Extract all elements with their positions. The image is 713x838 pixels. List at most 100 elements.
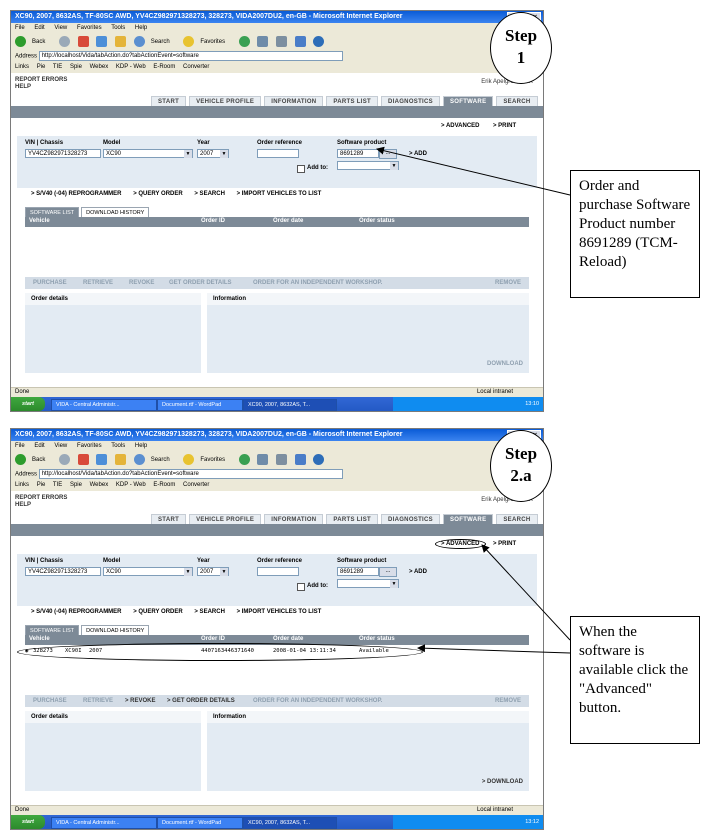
globe-icon[interactable] bbox=[313, 35, 325, 47]
search-button[interactable]: Search bbox=[133, 34, 176, 51]
menu-help[interactable]: Help bbox=[134, 443, 148, 449]
menu-edit[interactable]: Edit bbox=[34, 443, 45, 449]
tab-download-history[interactable]: DOWNLOAD HISTORY bbox=[81, 207, 150, 218]
reprogrammer-link[interactable]: > S/V40 (-04) REPROGRAMMER bbox=[31, 191, 122, 197]
taskbar-item-wordpad[interactable]: Document.rtf - WordPad bbox=[157, 399, 243, 411]
purchase-button[interactable]: PURCHASE bbox=[33, 698, 67, 704]
get-order-details-button[interactable]: GET ORDER DETAILS bbox=[169, 280, 232, 286]
year-select[interactable]: 2007▼ bbox=[197, 149, 229, 158]
help-link[interactable]: HELP bbox=[15, 502, 32, 508]
home-icon[interactable] bbox=[115, 35, 127, 47]
revoke-button[interactable]: REVOKE bbox=[129, 280, 155, 286]
revoke-button[interactable]: > REVOKE bbox=[125, 698, 156, 704]
link-tie[interactable]: TIE bbox=[52, 64, 63, 70]
tab-vehicle-profile[interactable]: VEHICLE PROFILE bbox=[189, 514, 262, 526]
tab-search[interactable]: SEARCH bbox=[496, 514, 538, 526]
mail-icon[interactable] bbox=[257, 35, 269, 47]
link-e-room[interactable]: E-Room bbox=[153, 482, 176, 488]
link-e-room[interactable]: E-Room bbox=[153, 64, 176, 70]
link-pie[interactable]: Pie bbox=[36, 482, 46, 488]
query-order-link[interactable]: > QUERY ORDER bbox=[133, 191, 183, 197]
tab-vehicle-profile[interactable]: VEHICLE PROFILE bbox=[189, 96, 262, 108]
tab-start[interactable]: START bbox=[151, 96, 187, 108]
reprogrammer-link[interactable]: > S/V40 (-04) REPROGRAMMER bbox=[31, 609, 122, 615]
link-kdp-web[interactable]: KDP - Web bbox=[115, 482, 146, 488]
print-button[interactable]: > PRINT bbox=[493, 123, 517, 129]
menu-edit[interactable]: Edit bbox=[34, 25, 45, 31]
globe-icon[interactable] bbox=[313, 453, 325, 465]
order-reference-input[interactable] bbox=[257, 149, 299, 158]
taskbar-item-vida[interactable]: VIDA - Central Administr... bbox=[51, 399, 157, 411]
browse-button[interactable]: ... bbox=[379, 567, 397, 577]
link-kdp-web[interactable]: KDP - Web bbox=[115, 64, 146, 70]
link-converter[interactable]: Converter bbox=[183, 64, 210, 70]
forward-arrow-icon[interactable] bbox=[59, 35, 71, 47]
refresh-icon[interactable] bbox=[96, 35, 108, 47]
report-errors-link[interactable]: REPORT ERRORS bbox=[15, 77, 68, 83]
back-button[interactable]: Back bbox=[15, 34, 51, 51]
tab-diagnostics[interactable]: DIAGNOSTICS bbox=[380, 514, 440, 526]
menu-tools[interactable]: Tools bbox=[111, 25, 126, 31]
address-input[interactable]: http://localhost/Vida/tabAction.do?tabAc… bbox=[38, 51, 343, 61]
help-link[interactable]: HELP bbox=[15, 84, 32, 90]
menu-help[interactable]: Help bbox=[134, 25, 148, 31]
taskbar-item-browser[interactable]: XC90, 2007, 8632AS, T... bbox=[243, 817, 337, 829]
retrieve-button[interactable]: RETRIEVE bbox=[83, 698, 114, 704]
software-product-input[interactable]: 8691289 bbox=[337, 567, 379, 576]
link-webex[interactable]: Webex bbox=[89, 482, 109, 488]
year-select[interactable]: 2007▼ bbox=[197, 567, 229, 576]
back-button[interactable]: Back bbox=[15, 452, 51, 469]
add-to-checkbox[interactable] bbox=[297, 583, 305, 591]
tab-diagnostics[interactable]: DIAGNOSTICS bbox=[380, 96, 440, 108]
forward-arrow-icon[interactable] bbox=[59, 453, 71, 465]
vin-input[interactable]: YV4CZ982971328273 bbox=[25, 567, 101, 576]
print-icon[interactable] bbox=[276, 453, 288, 465]
report-errors-link[interactable]: REPORT ERRORS bbox=[15, 495, 68, 501]
mail-icon[interactable] bbox=[257, 453, 269, 465]
link-spie[interactable]: Spie bbox=[69, 482, 82, 488]
menu-tools[interactable]: Tools bbox=[111, 443, 126, 449]
vin-input[interactable]: YV4CZ982971328273 bbox=[25, 149, 101, 158]
history-icon[interactable] bbox=[238, 35, 250, 47]
tab-information[interactable]: INFORMATION bbox=[264, 514, 324, 526]
tab-download-history[interactable]: DOWNLOAD HISTORY bbox=[81, 625, 150, 636]
download-button[interactable]: DOWNLOAD bbox=[487, 361, 523, 367]
retrieve-button[interactable]: RETRIEVE bbox=[83, 280, 114, 286]
tab-parts-list[interactable]: PARTS LIST bbox=[326, 96, 378, 108]
import-vehicles-link[interactable]: > IMPORT VEHICLES TO LIST bbox=[236, 191, 322, 197]
home-icon[interactable] bbox=[115, 453, 127, 465]
taskbar-item-vida[interactable]: VIDA - Central Administr... bbox=[51, 817, 157, 829]
taskbar-item-wordpad[interactable]: Document.rtf - WordPad bbox=[157, 817, 243, 829]
print-button[interactable]: > PRINT bbox=[493, 541, 517, 547]
history-icon[interactable] bbox=[238, 453, 250, 465]
taskbar-item-browser[interactable]: XC90, 2007, 8632AS, T... bbox=[243, 399, 337, 411]
search-button[interactable]: Search bbox=[133, 452, 176, 469]
link-webex[interactable]: Webex bbox=[89, 64, 109, 70]
order-reference-input[interactable] bbox=[257, 567, 299, 576]
add-to-checkbox[interactable] bbox=[297, 165, 305, 173]
address-input[interactable]: http://localhost/Vida/tabAction.do?tabAc… bbox=[38, 469, 343, 479]
search-link[interactable]: > SEARCH bbox=[194, 191, 225, 197]
tab-parts-list[interactable]: PARTS LIST bbox=[326, 514, 378, 526]
model-select[interactable]: XC90▼ bbox=[103, 149, 193, 158]
menu-favorites[interactable]: Favorites bbox=[76, 443, 102, 449]
link-converter[interactable]: Converter bbox=[183, 482, 210, 488]
menu-file[interactable]: File bbox=[15, 25, 25, 31]
favorites-button[interactable]: Favorites bbox=[183, 34, 231, 51]
link-spie[interactable]: Spie bbox=[69, 64, 82, 70]
model-select[interactable]: XC90▼ bbox=[103, 567, 193, 576]
tab-software[interactable]: SOFTWARE bbox=[442, 96, 494, 108]
start-button[interactable]: start bbox=[11, 397, 45, 411]
menu-view[interactable]: View bbox=[54, 25, 68, 31]
tab-software-list[interactable]: SOFTWARE LIST bbox=[25, 207, 80, 218]
print-icon[interactable] bbox=[276, 35, 288, 47]
add-to-select[interactable]: ▼ bbox=[337, 579, 399, 588]
search-link[interactable]: > SEARCH bbox=[194, 609, 225, 615]
tab-software-list[interactable]: SOFTWARE LIST bbox=[25, 625, 80, 636]
purchase-button[interactable]: PURCHASE bbox=[33, 280, 67, 286]
add-button[interactable]: > ADD bbox=[409, 151, 427, 157]
tab-software[interactable]: SOFTWARE bbox=[442, 514, 494, 526]
favorites-button[interactable]: Favorites bbox=[183, 452, 231, 469]
refresh-icon[interactable] bbox=[96, 453, 108, 465]
independent-workshop-button[interactable]: ORDER FOR AN INDEPENDENT WORKSHOP. bbox=[253, 280, 383, 286]
